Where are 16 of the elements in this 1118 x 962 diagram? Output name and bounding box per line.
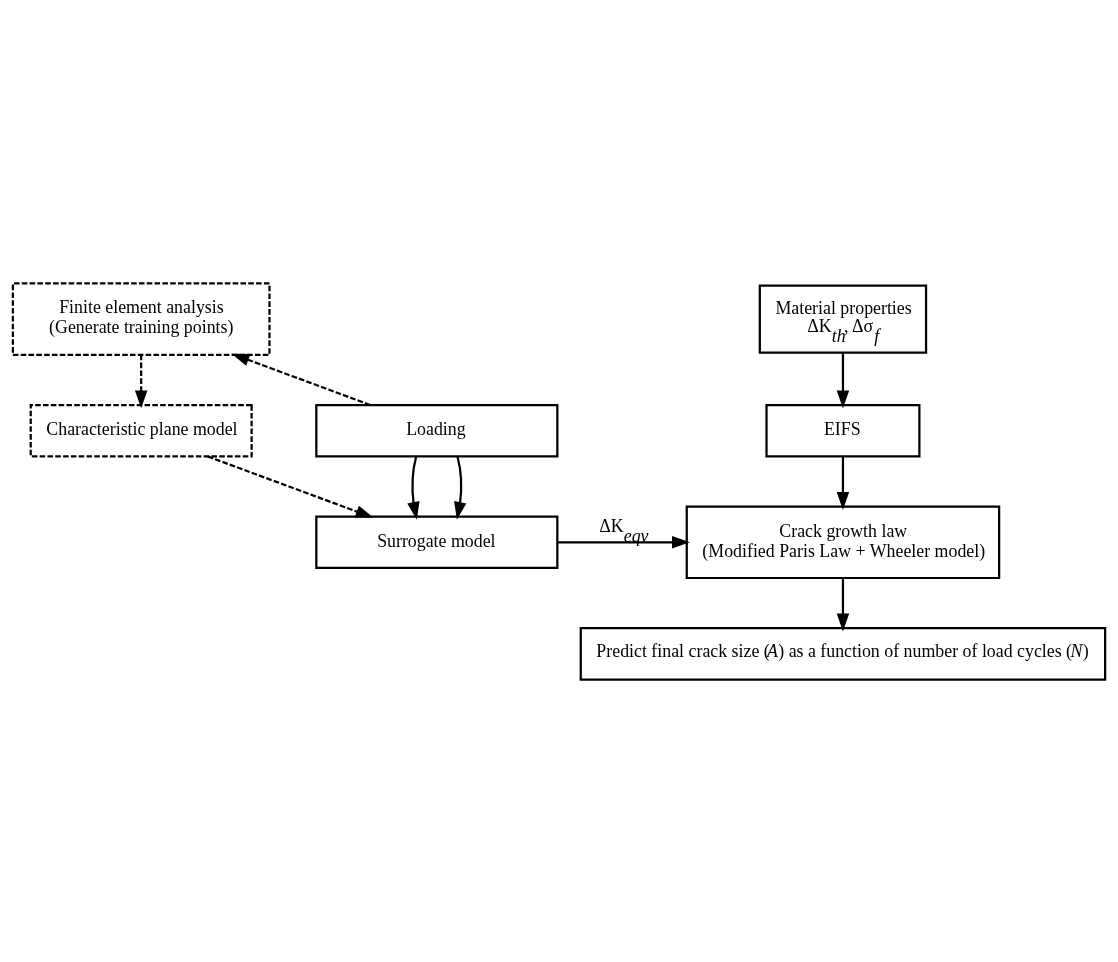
node-box: Surrogate model xyxy=(315,515,559,569)
node-box: Finite element analysis (Generate training points) xyxy=(11,281,271,356)
arrow xyxy=(407,455,420,520)
node-box: Crack growth law (Modified Paris Law + Wheeler model) xyxy=(685,505,1001,579)
node-box: Predict final crack size (A) as a function of number of load cycles (N) xyxy=(579,626,1107,681)
node-box: Characteristic plane model xyxy=(29,403,253,457)
arrow xyxy=(231,353,371,406)
arrow xyxy=(836,352,850,408)
arrow xyxy=(207,455,374,518)
arrow xyxy=(454,455,467,520)
node-box: EIFS xyxy=(765,403,921,457)
arrow xyxy=(836,456,850,510)
node-box: Loading xyxy=(315,403,559,457)
arrow xyxy=(557,535,690,549)
arrow xyxy=(836,577,850,631)
arrow xyxy=(134,354,148,408)
